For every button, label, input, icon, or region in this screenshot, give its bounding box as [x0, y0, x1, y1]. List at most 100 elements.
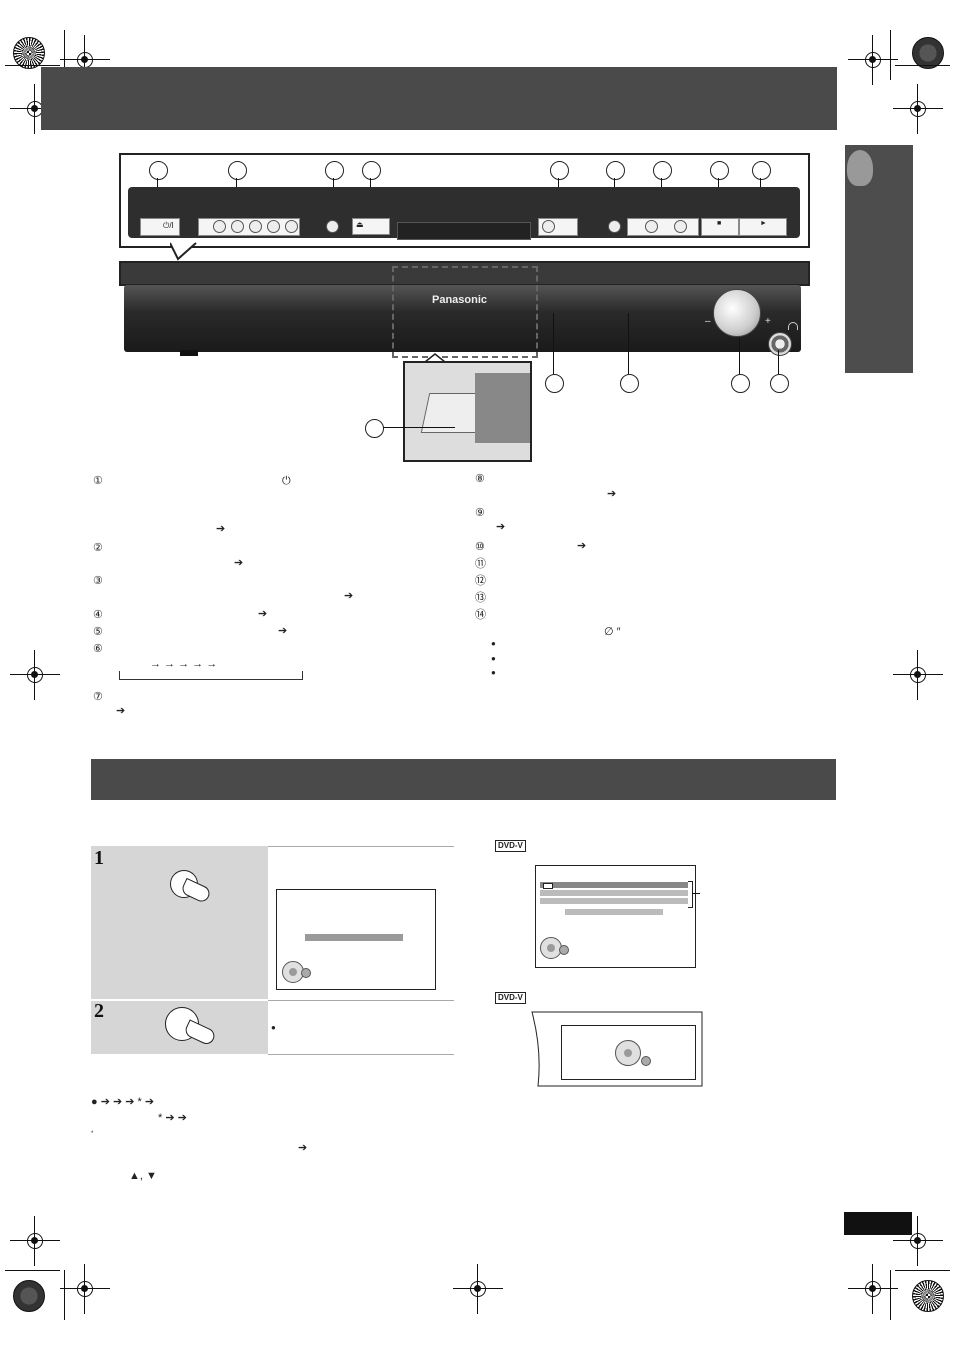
stop-icon: ■ — [717, 220, 722, 227]
menu-item-bar — [540, 898, 688, 904]
list-marker: ⑧ — [475, 473, 485, 485]
callout-number-13 — [770, 374, 789, 393]
ok-button-icon — [641, 1056, 651, 1066]
list-text: ➔ — [607, 488, 617, 500]
play-button[interactable]: ► — [739, 218, 787, 236]
bullet: ● — [491, 654, 496, 663]
skip-forward-icon[interactable] — [674, 220, 687, 233]
device-body — [124, 285, 801, 352]
callout-number-3 — [325, 161, 344, 180]
volume-plus-label: + — [765, 316, 771, 327]
ok-button-icon — [301, 968, 311, 978]
sound-button[interactable] — [608, 220, 621, 233]
dvd-video-tag: DVD-V — [495, 992, 526, 1004]
list-marker: ① — [93, 475, 103, 487]
registration-mark — [60, 1264, 110, 1314]
music-port-inset — [403, 361, 532, 462]
bullet: ● — [491, 668, 496, 677]
eject-icon: ⏏ — [356, 220, 364, 229]
crop-line — [64, 1270, 65, 1320]
list-text: → → → → → — [150, 658, 218, 670]
open-close-button[interactable]: ⏏ — [352, 218, 390, 235]
list-text: ➔ — [216, 523, 226, 535]
callout-number-9 — [752, 161, 771, 180]
volume-knob[interactable] — [713, 289, 761, 337]
cycle-return-line — [119, 671, 303, 680]
list-text: ➔ — [258, 608, 268, 620]
callout-number-14 — [365, 419, 384, 438]
function-button[interactable] — [285, 220, 298, 233]
registration-mark — [10, 1216, 60, 1266]
callout-number-12 — [731, 374, 750, 393]
list-text: ➔ — [116, 705, 126, 717]
list-text: ➔ — [496, 521, 506, 533]
function-button[interactable] — [249, 220, 262, 233]
list-marker: ⑫ — [475, 575, 486, 587]
menu-bracket — [688, 881, 693, 908]
list-marker: ⑬ — [475, 592, 486, 604]
standby-button[interactable]: ⏻/I — [140, 218, 180, 236]
callout-number-10 — [545, 374, 564, 393]
menu-item-bar — [565, 909, 663, 915]
headphone-icon — [788, 322, 798, 330]
crop-line — [64, 30, 65, 80]
function-button[interactable] — [213, 220, 226, 233]
list-marker: ⑨ — [475, 507, 485, 519]
step-1-box — [91, 846, 268, 999]
list-marker: ⑭ — [475, 609, 486, 621]
brand-logo: Panasonic — [432, 294, 488, 306]
navigation-pad-icon — [615, 1040, 641, 1066]
list-marker: ⑩ — [475, 541, 485, 553]
zoom-area-outline — [392, 266, 538, 358]
list-marker: ⑤ — [93, 626, 103, 638]
registration-sunburst-bottom-right — [912, 1280, 944, 1312]
list-marker: ② — [93, 542, 103, 554]
pencil-icon — [847, 150, 873, 186]
callout-number-5 — [550, 161, 569, 180]
callout-number-2 — [228, 161, 247, 180]
crop-line — [895, 65, 950, 66]
registration-mark — [893, 650, 943, 700]
step-1-number: 1 — [94, 847, 104, 869]
step-2-number: 2 — [94, 1000, 104, 1022]
footnote-line: * — [91, 1131, 94, 1137]
headphone-jack[interactable] — [768, 332, 792, 356]
callout-pointer — [170, 242, 197, 261]
callout-number-6 — [606, 161, 625, 180]
bullet: ● — [491, 639, 496, 648]
menu-item-icon — [543, 883, 553, 889]
ok-button-icon — [559, 945, 569, 955]
list-marker: ⑥ — [93, 643, 103, 655]
crop-line — [5, 65, 60, 66]
select-button[interactable] — [326, 220, 339, 233]
footnote-line: * ➔ ➔ — [158, 1112, 187, 1124]
callout-number-7 — [653, 161, 672, 180]
menu-item-bar — [540, 890, 688, 896]
footnote-line: ● ➔ ➔ ➔ * ➔ — [91, 1096, 155, 1108]
function-button[interactable] — [231, 220, 244, 233]
registration-mark — [10, 650, 60, 700]
skip-back-icon[interactable] — [645, 220, 658, 233]
section-title-bar — [41, 67, 837, 130]
crop-line — [890, 1270, 891, 1320]
list-marker: ⑦ — [93, 691, 103, 703]
section-2-title-bar — [91, 759, 836, 800]
list-text: ➔ — [234, 557, 244, 569]
callout-number-1 — [149, 161, 168, 180]
registration-mark — [453, 1264, 503, 1314]
footnote-line: ➔ — [298, 1142, 308, 1154]
registration-mark — [893, 1216, 943, 1266]
registration-sunburst-top-right — [912, 37, 944, 69]
dvd-video-tag: DVD-V — [495, 840, 526, 852]
music-port-button-dot — [542, 220, 555, 233]
disc-tray-slot — [397, 222, 531, 240]
footnote-line: ▲, ▼ — [129, 1170, 157, 1182]
registration-sunburst-top-left — [13, 37, 45, 69]
crop-line — [895, 1270, 950, 1271]
registration-mark — [848, 35, 898, 85]
list-marker: ④ — [93, 609, 103, 621]
callout-number-8 — [710, 161, 729, 180]
stop-button[interactable]: ■ — [701, 218, 739, 236]
registration-sunburst-bottom-left — [13, 1280, 45, 1312]
function-button[interactable] — [267, 220, 280, 233]
